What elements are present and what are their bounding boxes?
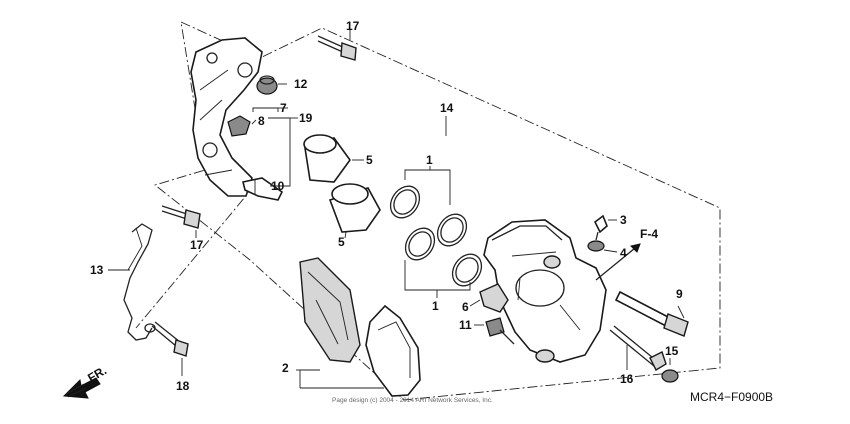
callout-15: 15: [665, 344, 679, 358]
seal-set-1: [389, 166, 483, 298]
assembly-boundary: [135, 21, 721, 401]
diagram-code: MCR4−F0900B: [690, 390, 773, 404]
callout-5-lower: 5: [338, 235, 345, 249]
bolt-17-top: [317, 35, 357, 61]
callout-11: 11: [459, 318, 472, 332]
copyright-notice: Page design (c) 2004 - 2014 ARI Network …: [332, 397, 493, 404]
group-lines-7-19: [252, 107, 298, 187]
callout-1-top: 1: [426, 153, 433, 167]
bolt-9: [614, 290, 689, 337]
boot-12: [256, 75, 287, 95]
reference-label: F-4: [640, 227, 658, 241]
pin-plug-11: [474, 317, 515, 345]
bolt-17-lower: [161, 205, 201, 238]
cap-4: [587, 240, 618, 253]
cap-15: [661, 358, 679, 383]
callout-8: 8: [258, 114, 265, 128]
callout-19: 19: [299, 111, 313, 125]
pad-retainer-6: [469, 283, 509, 313]
front-direction-arrow-icon: [62, 377, 101, 399]
bleeder-3: [593, 214, 617, 241]
bolt-18: [144, 321, 189, 376]
callout-2: 2: [282, 361, 289, 375]
callout-7: 7: [280, 101, 287, 115]
callout-5-upper: 5: [366, 153, 373, 167]
callout-13: 13: [90, 263, 104, 277]
caliper-bracket: [190, 37, 263, 197]
callout-12: 12: [294, 77, 308, 91]
callout-14: 14: [440, 101, 454, 115]
callout-4: 4: [620, 246, 627, 260]
piston-5-lower: [328, 183, 381, 239]
leader-lines: [349, 30, 447, 136]
callout-1-bottom: 1: [432, 299, 439, 313]
piston-5-upper: [303, 134, 364, 183]
pad-spring-8: [227, 115, 257, 137]
callout-16: 16: [620, 372, 634, 386]
brake-pad-inner: [299, 257, 361, 363]
callout-3: 3: [620, 213, 627, 227]
callout-9: 9: [676, 287, 683, 301]
reference-arrow: [595, 243, 641, 281]
pin-10: [242, 177, 284, 201]
pad-spring-13: [108, 223, 153, 341]
group-lines-2: [296, 369, 384, 389]
caliper-body: [483, 219, 607, 363]
callout-10: 10: [271, 179, 285, 193]
callout-6: 6: [462, 300, 469, 314]
pin-16: [609, 325, 667, 371]
callout-17-top: 17: [346, 19, 360, 33]
brake-pad-outer: [365, 304, 421, 397]
callout-17-lower: 17: [190, 238, 204, 252]
callout-18: 18: [176, 379, 190, 393]
